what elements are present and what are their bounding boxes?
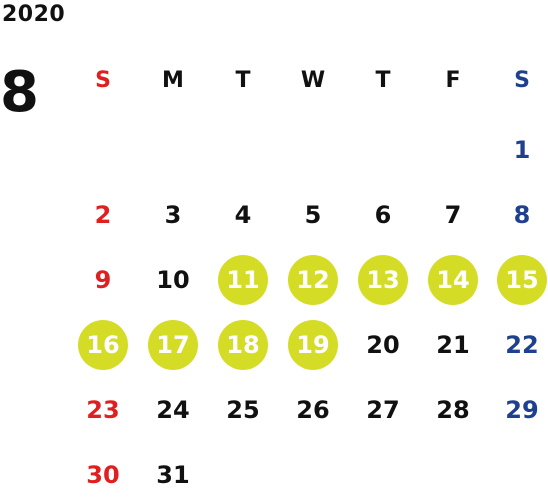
weekday-monday: M bbox=[162, 68, 184, 93]
weekday-sunday: S bbox=[95, 68, 111, 93]
day-22: 22 bbox=[505, 331, 539, 359]
day-15: 15 bbox=[497, 255, 547, 305]
year-label: 2020 bbox=[2, 2, 66, 27]
day-5: 5 bbox=[304, 201, 322, 229]
day-4: 4 bbox=[234, 201, 252, 229]
weekday-thursday: T bbox=[375, 68, 391, 93]
day-2: 2 bbox=[94, 201, 112, 229]
weekday-saturday: S bbox=[514, 68, 530, 93]
day-3: 3 bbox=[164, 201, 182, 229]
day-31: 31 bbox=[156, 461, 190, 489]
day-17: 17 bbox=[148, 320, 198, 370]
weekday-wednesday: W bbox=[300, 68, 326, 93]
day-16: 16 bbox=[78, 320, 128, 370]
weekday-tuesday: T bbox=[235, 68, 251, 93]
day-10: 10 bbox=[156, 266, 190, 294]
day-18: 18 bbox=[218, 320, 268, 370]
day-13: 13 bbox=[358, 255, 408, 305]
day-12: 12 bbox=[288, 255, 338, 305]
day-9: 9 bbox=[94, 266, 112, 294]
day-19: 19 bbox=[288, 320, 338, 370]
month-number: 8 bbox=[0, 60, 39, 125]
day-26: 26 bbox=[296, 396, 330, 424]
day-23: 23 bbox=[86, 396, 120, 424]
weekday-friday: F bbox=[445, 68, 461, 93]
day-7: 7 bbox=[444, 201, 462, 229]
day-28: 28 bbox=[436, 396, 470, 424]
day-30: 30 bbox=[86, 461, 120, 489]
day-1: 1 bbox=[513, 136, 531, 164]
day-29: 29 bbox=[505, 396, 539, 424]
day-11: 11 bbox=[218, 255, 268, 305]
day-27: 27 bbox=[366, 396, 400, 424]
day-25: 25 bbox=[226, 396, 260, 424]
day-21: 21 bbox=[436, 331, 470, 359]
day-14: 14 bbox=[428, 255, 478, 305]
day-20: 20 bbox=[366, 331, 400, 359]
day-6: 6 bbox=[374, 201, 392, 229]
day-8: 8 bbox=[513, 201, 531, 229]
day-24: 24 bbox=[156, 396, 190, 424]
